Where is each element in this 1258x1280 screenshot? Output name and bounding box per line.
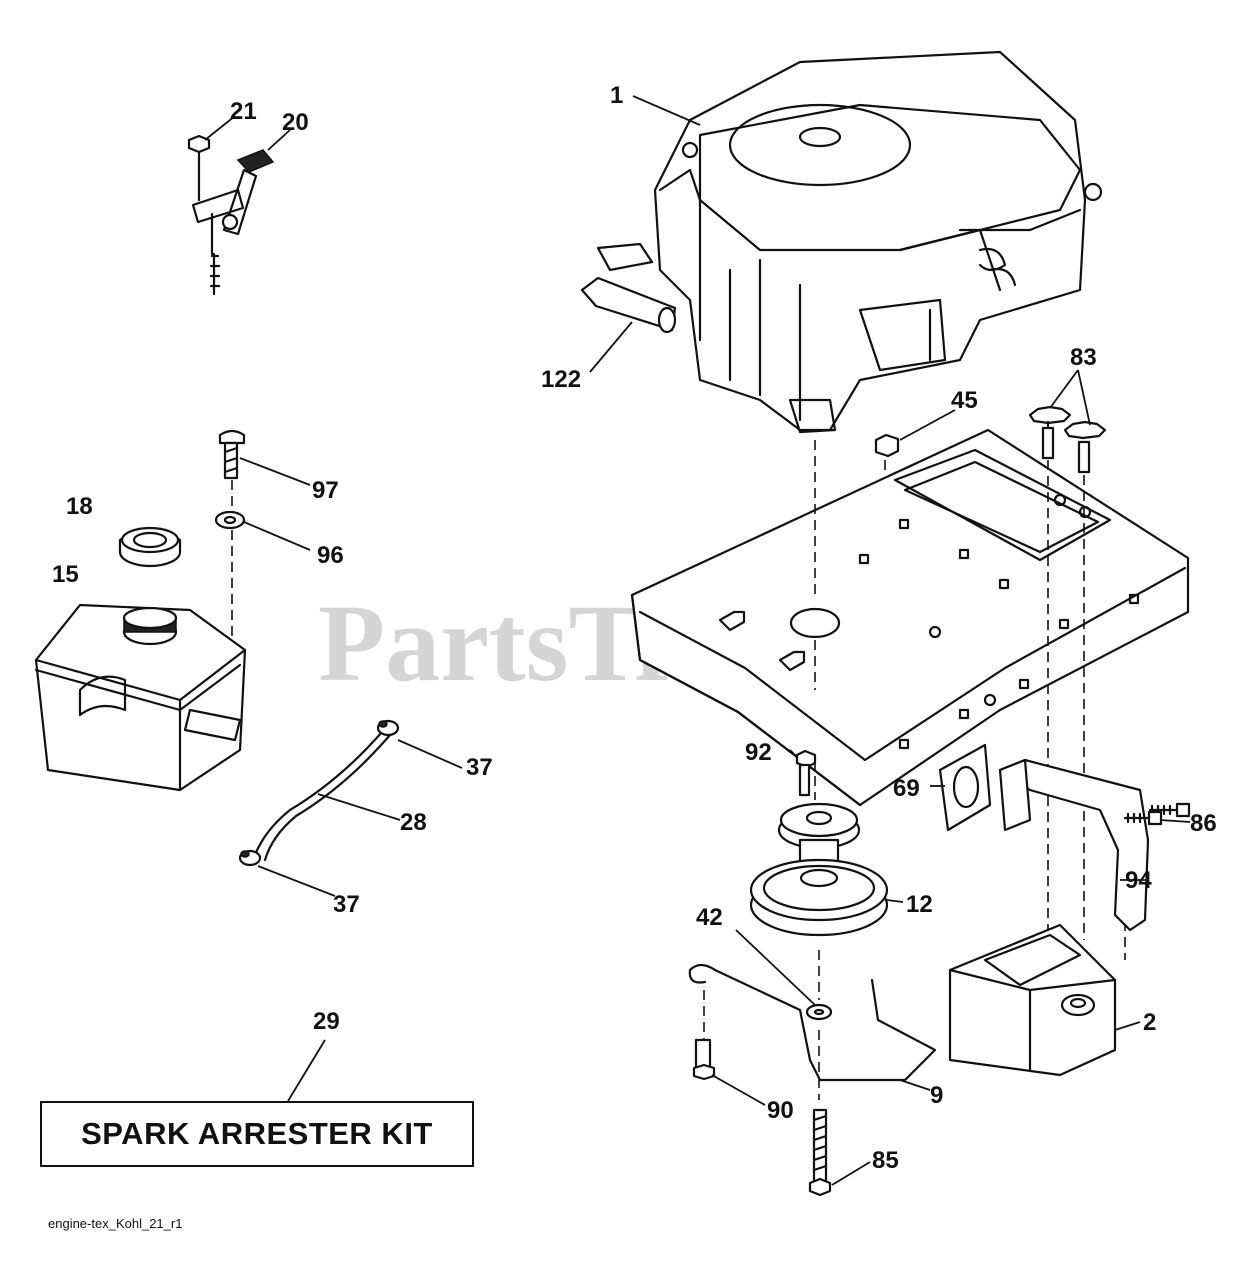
part-69-gasket[interactable] [938,743,992,832]
part-83-bolts[interactable] [1028,405,1107,474]
spark-arrester-kit-label: SPARK ARRESTER KIT [81,1116,433,1151]
part-28-fuel-line[interactable] [253,730,392,862]
callout-85[interactable]: 85 [872,1147,899,1174]
part-92-bolt[interactable] [795,749,817,797]
callout-18[interactable]: 18 [66,493,93,520]
callout-83[interactable]: 83 [1070,344,1097,371]
part-20-throttle-control[interactable] [191,149,275,296]
part-1-engine[interactable] [653,50,1103,434]
part-122-tube[interactable] [580,242,677,334]
callout-94[interactable]: 94 [1125,867,1152,894]
callout-15[interactable]: 15 [52,561,79,588]
part-9-rod[interactable] [688,963,937,1082]
callouts: 1 2 9 12 15 18 20 21 28 29 37 37 42 45 6… [52,82,1217,1174]
callout-20[interactable]: 20 [282,109,309,136]
callout-97[interactable]: 97 [312,477,339,504]
part-12-pulley[interactable] [749,802,889,937]
part-96-washer[interactable] [214,510,246,530]
callout-122[interactable]: 122 [541,366,581,393]
callout-42[interactable]: 42 [696,904,723,931]
callout-1[interactable]: 1 [610,82,623,109]
part-37-clamp-lower[interactable] [238,849,262,867]
callout-96[interactable]: 96 [317,542,344,569]
part-97-screw[interactable] [218,429,246,480]
callout-90[interactable]: 90 [767,1097,794,1124]
callout-21[interactable]: 21 [230,98,257,125]
part-45-nut[interactable] [874,433,900,458]
callout-28[interactable]: 28 [400,809,427,836]
callout-12[interactable]: 12 [906,891,933,918]
callout-45[interactable]: 45 [951,387,978,414]
callout-86[interactable]: 86 [1190,810,1217,837]
callout-37-lower[interactable]: 37 [333,891,360,918]
leader-lines [204,95,1191,1186]
frame-plate [630,428,1190,807]
part-37-clamp-upper[interactable] [376,719,400,737]
callout-9[interactable]: 9 [930,1082,943,1109]
callout-37-upper[interactable]: 37 [466,754,493,781]
spark-arrester-kit-box[interactable]: SPARK ARRESTER KIT [40,1101,474,1167]
part-15-fuel-tank[interactable] [34,603,247,792]
callout-69[interactable]: 69 [893,775,920,802]
callout-29[interactable]: 29 [313,1008,340,1035]
diagram-caption: engine-tex_Kohl_21_r1 [48,1216,183,1231]
part-2-muffler[interactable] [948,923,1117,1077]
part-90-bolt[interactable] [692,1038,716,1081]
part-94-exhaust-pipe[interactable] [998,758,1150,932]
part-18-fuel-cap[interactable] [118,526,182,568]
part-42-washer[interactable] [805,1003,833,1021]
part-86-screws[interactable] [1123,802,1191,826]
part-85-bolt[interactable] [808,1108,832,1197]
callout-92[interactable]: 92 [745,739,772,766]
callout-2[interactable]: 2 [1143,1009,1156,1036]
part-21-bolt[interactable] [187,134,211,202]
